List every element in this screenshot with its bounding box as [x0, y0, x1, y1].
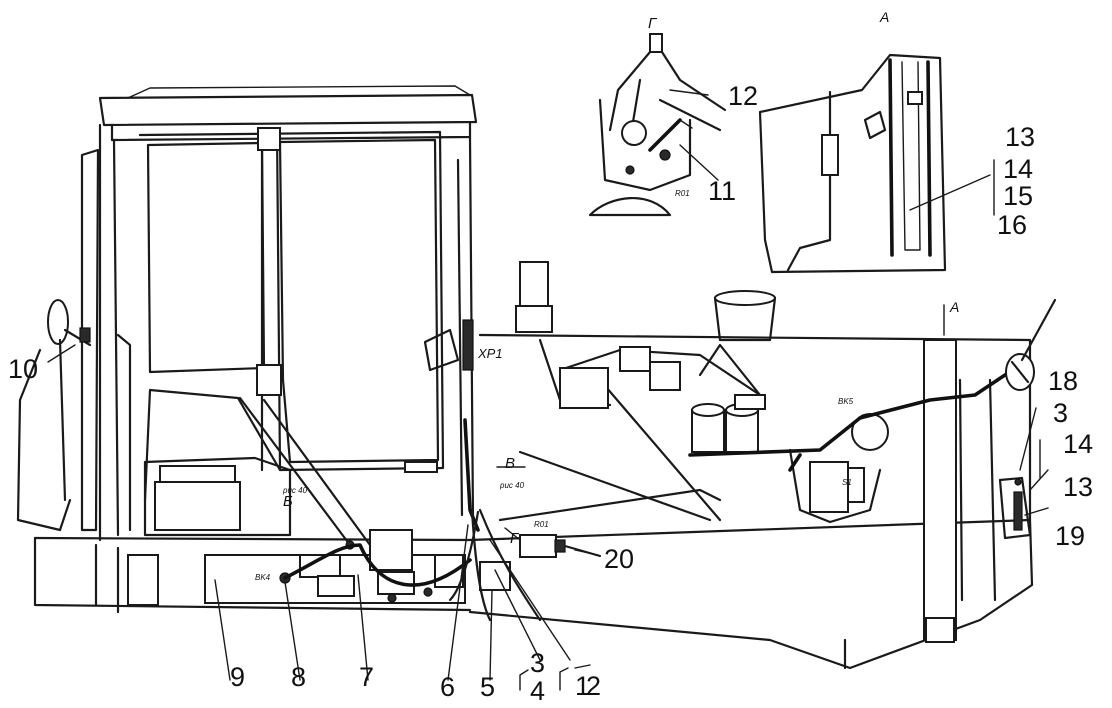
label-2: 2 — [586, 671, 601, 701]
inset-detail-a — [758, 53, 995, 274]
label-1: 1 — [575, 671, 590, 701]
label-4: 4 — [530, 676, 545, 703]
label-16: 16 — [997, 210, 1027, 240]
inset-detail-g — [588, 33, 727, 217]
label-13b: 13 — [1063, 472, 1093, 502]
label-19: 19 — [1055, 521, 1085, 551]
label-7: 7 — [359, 662, 374, 692]
label-18: 18 — [1048, 366, 1078, 396]
callout-ris40-right: рис 40 — [499, 481, 525, 490]
view-mark-a-frame: А — [949, 299, 959, 315]
leader-lines — [47, 89, 1049, 691]
lower-harness — [279, 319, 602, 622]
callout-xp1: XP1 — [477, 346, 503, 361]
label-3b: 3 — [1053, 398, 1068, 428]
view-mark-g-lower: Г — [510, 530, 520, 547]
view-mark-v: В — [505, 455, 515, 472]
callout-numbers: 1 2 3 4 5 6 7 8 9 10 11 12 13 14 15 16 1… — [8, 81, 1093, 706]
label-6: 6 — [440, 672, 455, 702]
label-5: 5 — [480, 672, 495, 702]
label-8: 8 — [291, 662, 306, 692]
view-mark-b: Б — [283, 493, 293, 510]
callout-bk4: BK4 — [255, 573, 271, 582]
label-14: 14 — [1003, 154, 1033, 184]
label-9: 9 — [230, 662, 245, 692]
callout-r01-lower: R01 — [534, 520, 549, 529]
callout-bk5: BK5 — [838, 397, 854, 406]
callout-s1: S1 — [842, 478, 852, 487]
label-20: 20 — [604, 544, 634, 574]
mirror-assembly — [16, 299, 92, 532]
label-3: 3 — [530, 648, 545, 678]
instrument-panel — [143, 456, 292, 537]
view-mark-g-top: Г — [648, 15, 658, 32]
label-11: 11 — [708, 176, 736, 206]
label-13: 13 — [1005, 122, 1035, 152]
label-14b: 14 — [1063, 429, 1093, 459]
component-callouts: XP1 рис 40 рис 40 R01 R01 BK4 BK5 S1 — [255, 189, 854, 582]
callout-r01-inset: R01 — [675, 189, 690, 198]
label-10: 10 — [8, 354, 38, 384]
callout-ris40-left: рис 40 — [282, 486, 308, 495]
label-15: 15 — [1003, 181, 1033, 211]
view-mark-a-inset: А — [879, 9, 889, 25]
view-marks: Г Г А А Б В — [283, 9, 959, 547]
engine-components — [515, 261, 1057, 540]
label-12: 12 — [728, 81, 758, 111]
tractor-cab — [80, 85, 478, 547]
